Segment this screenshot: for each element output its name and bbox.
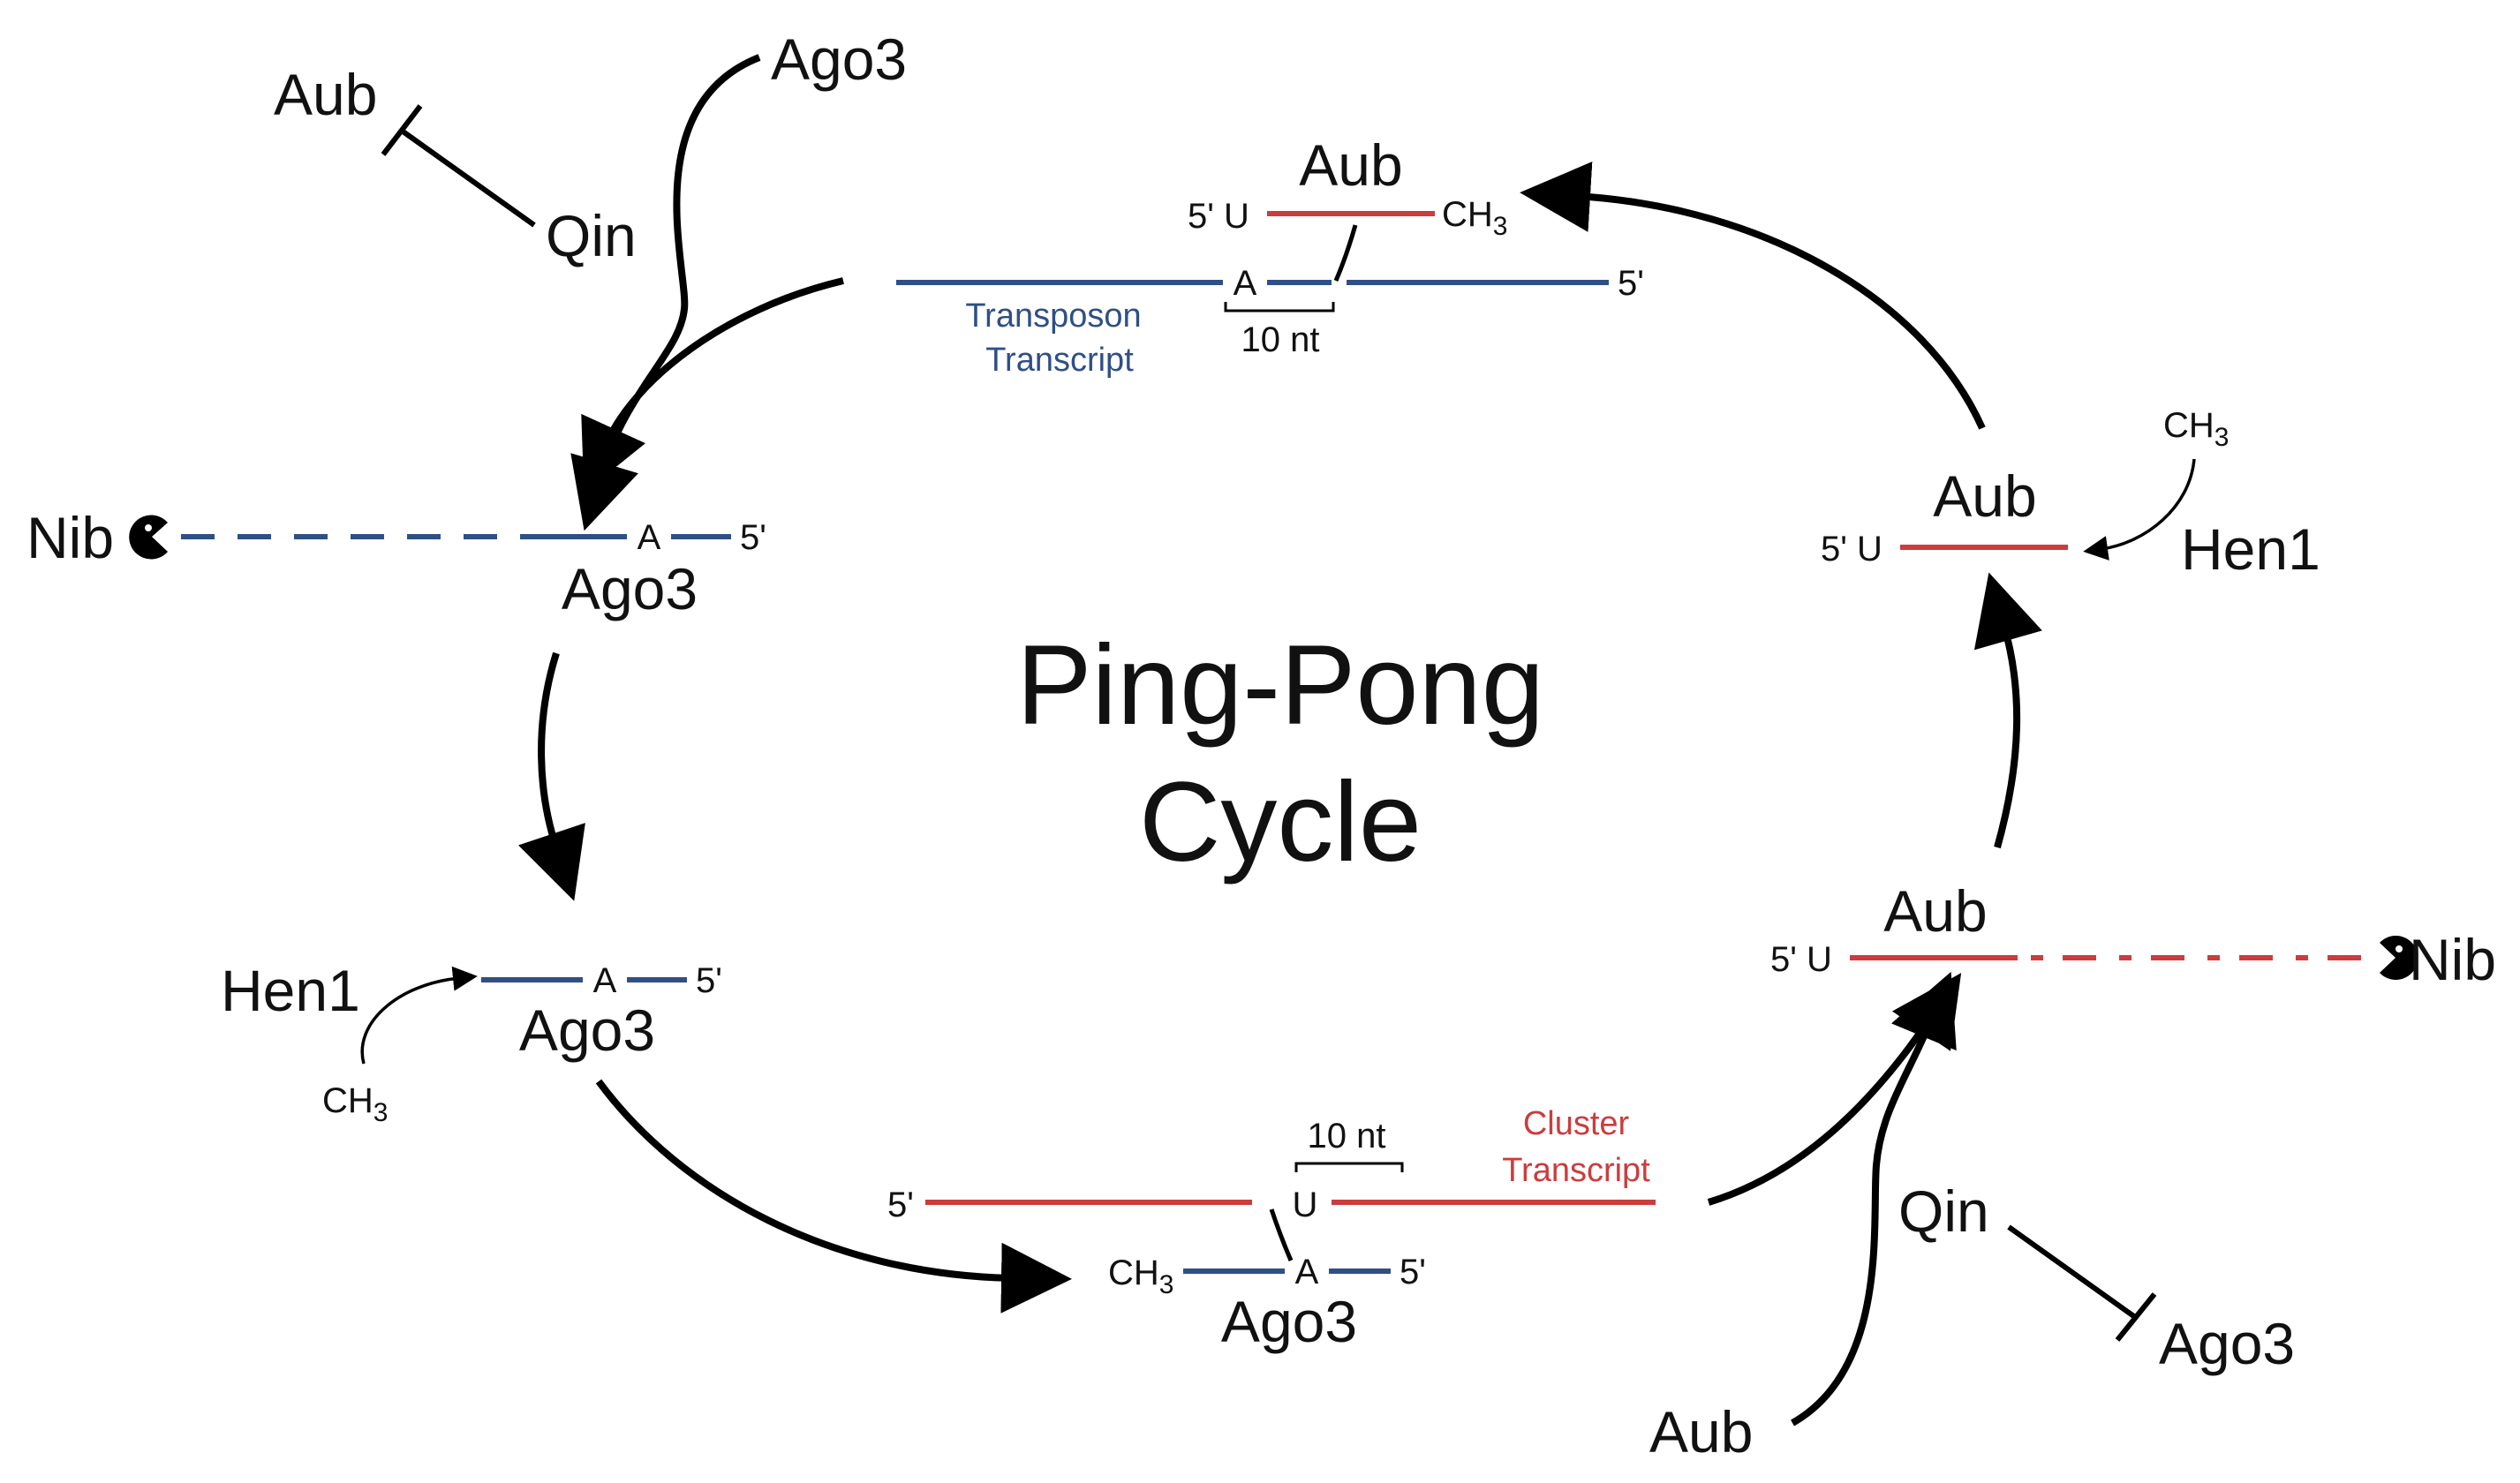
top-aub-complex: Aub 5' U CH3 A 5' 10 nt Transposon Trans… — [896, 132, 1644, 379]
ten-nt-label: 10 nt — [1308, 1117, 1386, 1156]
diagram-title-line2: Cycle — [1139, 759, 1422, 885]
ch3-label: CH3 — [1108, 1253, 1173, 1299]
top-left-regulation: Aub Qin Ago3 — [274, 26, 907, 531]
ago3-methylation: Hen1 CH3 A 5' Ago3 — [221, 958, 722, 1127]
nucleotide-a-label: A — [1295, 1253, 1319, 1291]
ago3-trimming: Nib A 5' Ago3 — [26, 505, 766, 621]
nucleotide-a-label: A — [638, 518, 661, 557]
nucleotide-a-label: A — [593, 961, 617, 1000]
five-prime-u-label: 5' U — [1821, 530, 1882, 568]
ago3-label: Ago3 — [519, 997, 655, 1063]
nib-label: Nib — [2409, 927, 2496, 992]
ten-nt-bracket — [1294, 1162, 1404, 1172]
inhibition-line — [2007, 1224, 2137, 1320]
cluster-transcript-label-line2: Transcript — [1502, 1152, 1650, 1189]
inhibition-bar — [2115, 1292, 2157, 1342]
ago3-label: Ago3 — [2159, 1311, 2295, 1376]
transposon-transcript-label-line2: Transcript — [985, 342, 1134, 379]
nucleotide-u-label: U — [1293, 1186, 1318, 1224]
five-prime-label: 5' — [740, 518, 766, 557]
ch3-label: CH3 — [1442, 195, 1507, 241]
five-prime-label: 5' — [1618, 264, 1644, 303]
cycle-arrow-left-down — [517, 651, 585, 901]
qin-label: Qin — [546, 203, 637, 268]
inhibition-line — [400, 128, 536, 228]
pacman-nuclease-icon — [129, 515, 168, 560]
inhibition-bar — [381, 104, 423, 156]
cleavage-mark — [1269, 1208, 1294, 1261]
aub-label: Aub — [1299, 132, 1402, 198]
aub-trimming: Aub 5' U Nib — [1770, 878, 2496, 992]
ten-nt-label: 10 nt — [1241, 320, 1320, 359]
pacman-nuclease-icon — [2380, 935, 2418, 980]
five-prime-u-label: 5' U — [1770, 940, 1832, 979]
ch3-label: CH3 — [322, 1081, 388, 1127]
cycle-arrow-bottom-right — [1707, 973, 1962, 1206]
transposon-transcript-label-line1: Transposon — [965, 297, 1141, 335]
bottom-right-regulation: Aub Qin Ago3 — [1649, 971, 2295, 1464]
ago3-label: Ago3 — [1221, 1289, 1357, 1354]
five-prime-label: 5' — [696, 961, 722, 1000]
aub-loading-arrow — [1791, 971, 1957, 1427]
aub-label: Aub — [1933, 463, 2036, 529]
five-prime-label: 5' — [887, 1186, 914, 1224]
nib-label: Nib — [26, 505, 114, 570]
ago3-label: Ago3 — [771, 26, 907, 92]
aub-label: Aub — [274, 62, 377, 127]
cleavage-mark — [1333, 224, 1358, 282]
diagram-title-line1: Ping-Pong — [1016, 622, 1544, 749]
ten-nt-bracket — [1224, 302, 1335, 312]
hen1-label: Hen1 — [221, 958, 360, 1023]
cycle-arrow-top-right — [1520, 162, 1986, 430]
aub-label: Aub — [1883, 878, 1987, 944]
five-prime-u-label: 5' U — [1188, 197, 1249, 236]
cycle-arrow-bottom-left — [595, 1079, 1072, 1314]
methyl-transfer-arrow — [2083, 458, 2196, 561]
cycle-arrow-right-up — [1973, 572, 2042, 849]
aub-methylation: Aub 5' U CH3 Hen1 — [1821, 406, 2320, 582]
nucleotide-a-label: A — [1234, 264, 1257, 303]
cycle-arrow-top-left — [581, 277, 844, 493]
qin-label: Qin — [1898, 1178, 1989, 1244]
aub-label: Aub — [1649, 1399, 1753, 1464]
ch3-label: CH3 — [2163, 406, 2229, 452]
five-prime-label: 5' — [1400, 1253, 1426, 1291]
bottom-ago3-complex: 5' U 10 nt Cluster Transcript CH3 A 5' A… — [887, 1105, 1656, 1354]
methyl-transfer-arrow — [360, 966, 478, 1065]
ago3-label: Ago3 — [562, 556, 698, 621]
cluster-transcript-label-line1: Cluster — [1523, 1105, 1630, 1142]
hen1-label: Hen1 — [2181, 516, 2320, 582]
